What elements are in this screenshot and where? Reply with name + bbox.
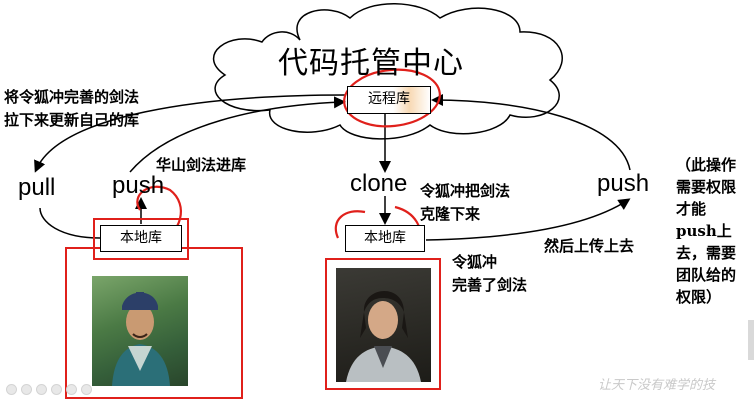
clone-note-line2: 克隆下来	[420, 205, 481, 223]
pull-arrow	[34, 94, 346, 173]
push-right-to-remote-arrow	[431, 94, 631, 171]
pull-label: pull	[18, 174, 56, 201]
remote-red-circle	[343, 68, 441, 128]
upload-note: 然后上传上去	[544, 237, 635, 255]
local-repo-right-box: 本地库	[345, 225, 425, 252]
pull-note-line1: 将令狐冲完善的剑法	[4, 88, 140, 106]
zoom-icon[interactable]	[51, 384, 62, 395]
permission-note: （此操作 需要权限 才能 push上 去，需要 团队给的 权限）	[676, 154, 736, 308]
pen-icon[interactable]	[36, 384, 47, 395]
permission-line: 需要权限	[676, 178, 737, 196]
pull-note-line2: 拉下来更新自己的库	[4, 111, 140, 129]
photo-right-red-box	[325, 258, 441, 390]
clone-note-line1: 令狐冲把剑法	[420, 182, 511, 200]
improve-note-line1: 令狐冲	[452, 253, 498, 271]
clone-label: clone	[350, 170, 408, 197]
permission-line: push上	[676, 222, 732, 240]
photo-linghu-chong	[336, 268, 431, 382]
permission-line: 才能	[676, 200, 707, 218]
permission-line: （此操作	[676, 156, 737, 174]
local-left-red-box	[93, 218, 189, 260]
huashan-note: 华山剑法进库	[156, 156, 247, 174]
scrollbar-strip[interactable]	[748, 320, 754, 360]
improve-note-line2: 完善了剑法	[452, 276, 528, 294]
watermark: 让天下没有难学的技	[598, 378, 716, 393]
next-icon[interactable]	[21, 384, 32, 395]
photo-yue-buqun	[92, 276, 188, 386]
local-right-to-push-arrow	[425, 198, 631, 241]
prev-icon[interactable]	[6, 384, 17, 395]
permission-line: 权限）	[676, 288, 722, 306]
remote-repo-box: 远程库	[347, 86, 431, 114]
push-left-label: push	[112, 172, 165, 199]
local-left-to-pull-line	[39, 207, 101, 239]
more-icon[interactable]	[81, 384, 92, 395]
person-illustration-left	[112, 292, 170, 386]
push-left-arrow	[129, 96, 346, 173]
local-repo-left-box: 本地库	[100, 225, 182, 252]
person-illustration-right	[346, 290, 421, 382]
grid-icon[interactable]	[66, 384, 77, 395]
permission-line: 去，需要	[676, 244, 737, 262]
push-right-label: push	[597, 170, 650, 197]
cloud-title: 代码托管中心	[278, 46, 464, 81]
permission-line: 团队给的	[676, 266, 737, 284]
slide-controls[interactable]	[6, 384, 92, 395]
